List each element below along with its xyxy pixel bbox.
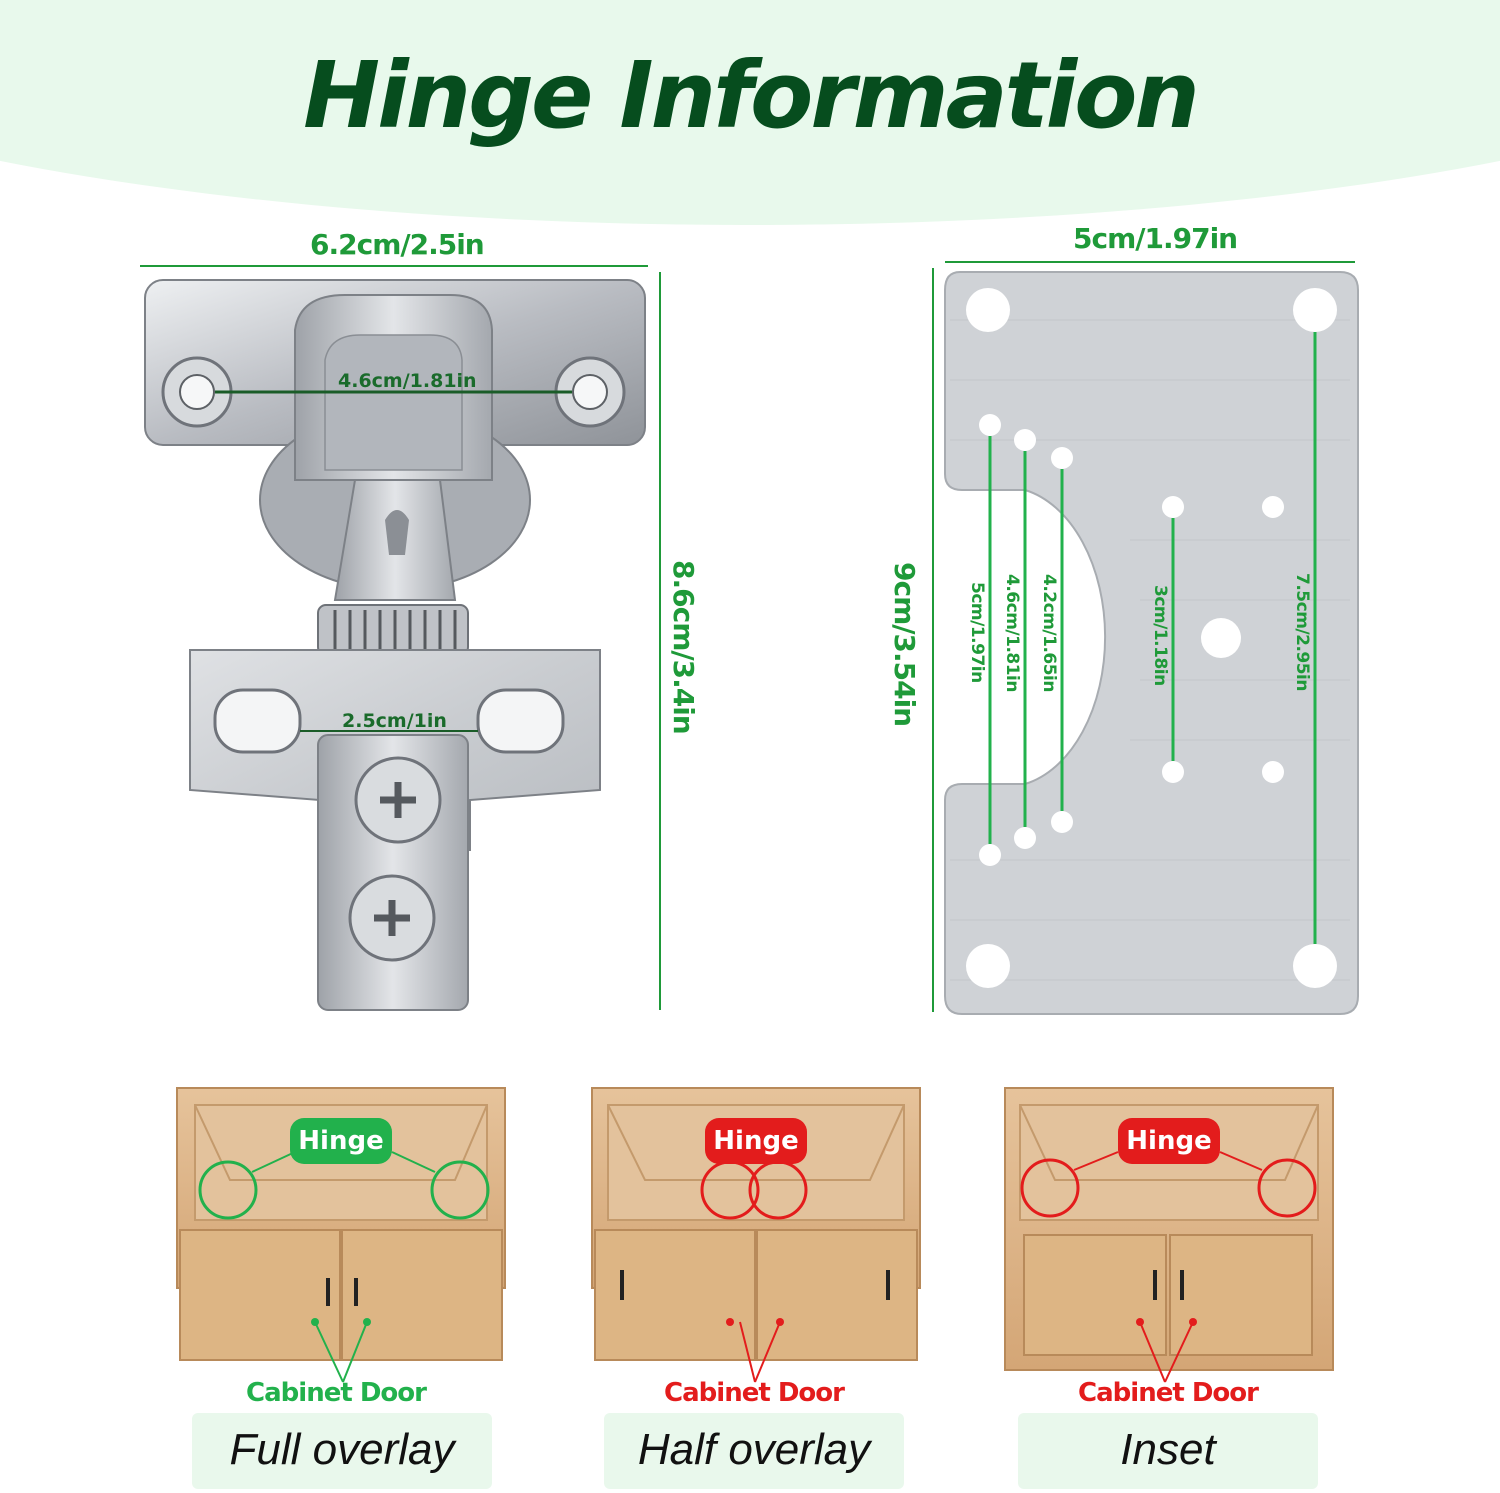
template-inner-label-1: 5cm/1.97in — [967, 582, 987, 683]
cabinet-door-label-full-overlay: Cabinet Door — [246, 1378, 427, 1408]
title-band — [0, 0, 1500, 225]
hinge-hole-spacing-label: 4.6cm/1.81in — [338, 370, 477, 392]
cabinet-full-overlay — [176, 1087, 506, 1383]
cabinet-door-label-half-overlay: Cabinet Door — [664, 1378, 845, 1408]
template-drawing — [932, 261, 1359, 1015]
style-label-half-overlay: Half overlay — [637, 1425, 871, 1474]
template-height-label: 9cm/3.54in — [888, 562, 921, 727]
style-box-full-overlay: Full overlay — [192, 1413, 492, 1489]
hinge-tag-full-overlay: Hinge — [290, 1118, 392, 1164]
hinge-drawing — [140, 265, 661, 1011]
hinge-base-width-label: 2.5cm/1in — [342, 710, 447, 732]
page-title: Hinge Information — [303, 42, 1200, 149]
template-width-label: 5cm/1.97in — [1073, 222, 1238, 255]
template-inner-label-3: 4.2cm/1.65in — [1039, 574, 1059, 692]
style-label-inset: Inset — [1120, 1425, 1216, 1474]
hinge-width-label: 6.2cm/2.5in — [310, 228, 485, 261]
cabinet-illustrations — [176, 1087, 1334, 1383]
template-inner-label-5: 7.5cm/2.95in — [1292, 573, 1312, 691]
style-box-half-overlay: Half overlay — [604, 1413, 904, 1489]
template-inner-label-2: 4.6cm/1.81in — [1002, 574, 1022, 692]
hinge-tag-half-overlay: Hinge — [705, 1118, 807, 1164]
template-inner-label-4: 3cm/1.18in — [1150, 585, 1170, 686]
hinge-tag-inset: Hinge — [1118, 1118, 1220, 1164]
style-label-full-overlay: Full overlay — [229, 1425, 455, 1474]
cabinet-door-label-inset: Cabinet Door — [1078, 1378, 1259, 1408]
style-box-inset: Inset — [1018, 1413, 1318, 1489]
